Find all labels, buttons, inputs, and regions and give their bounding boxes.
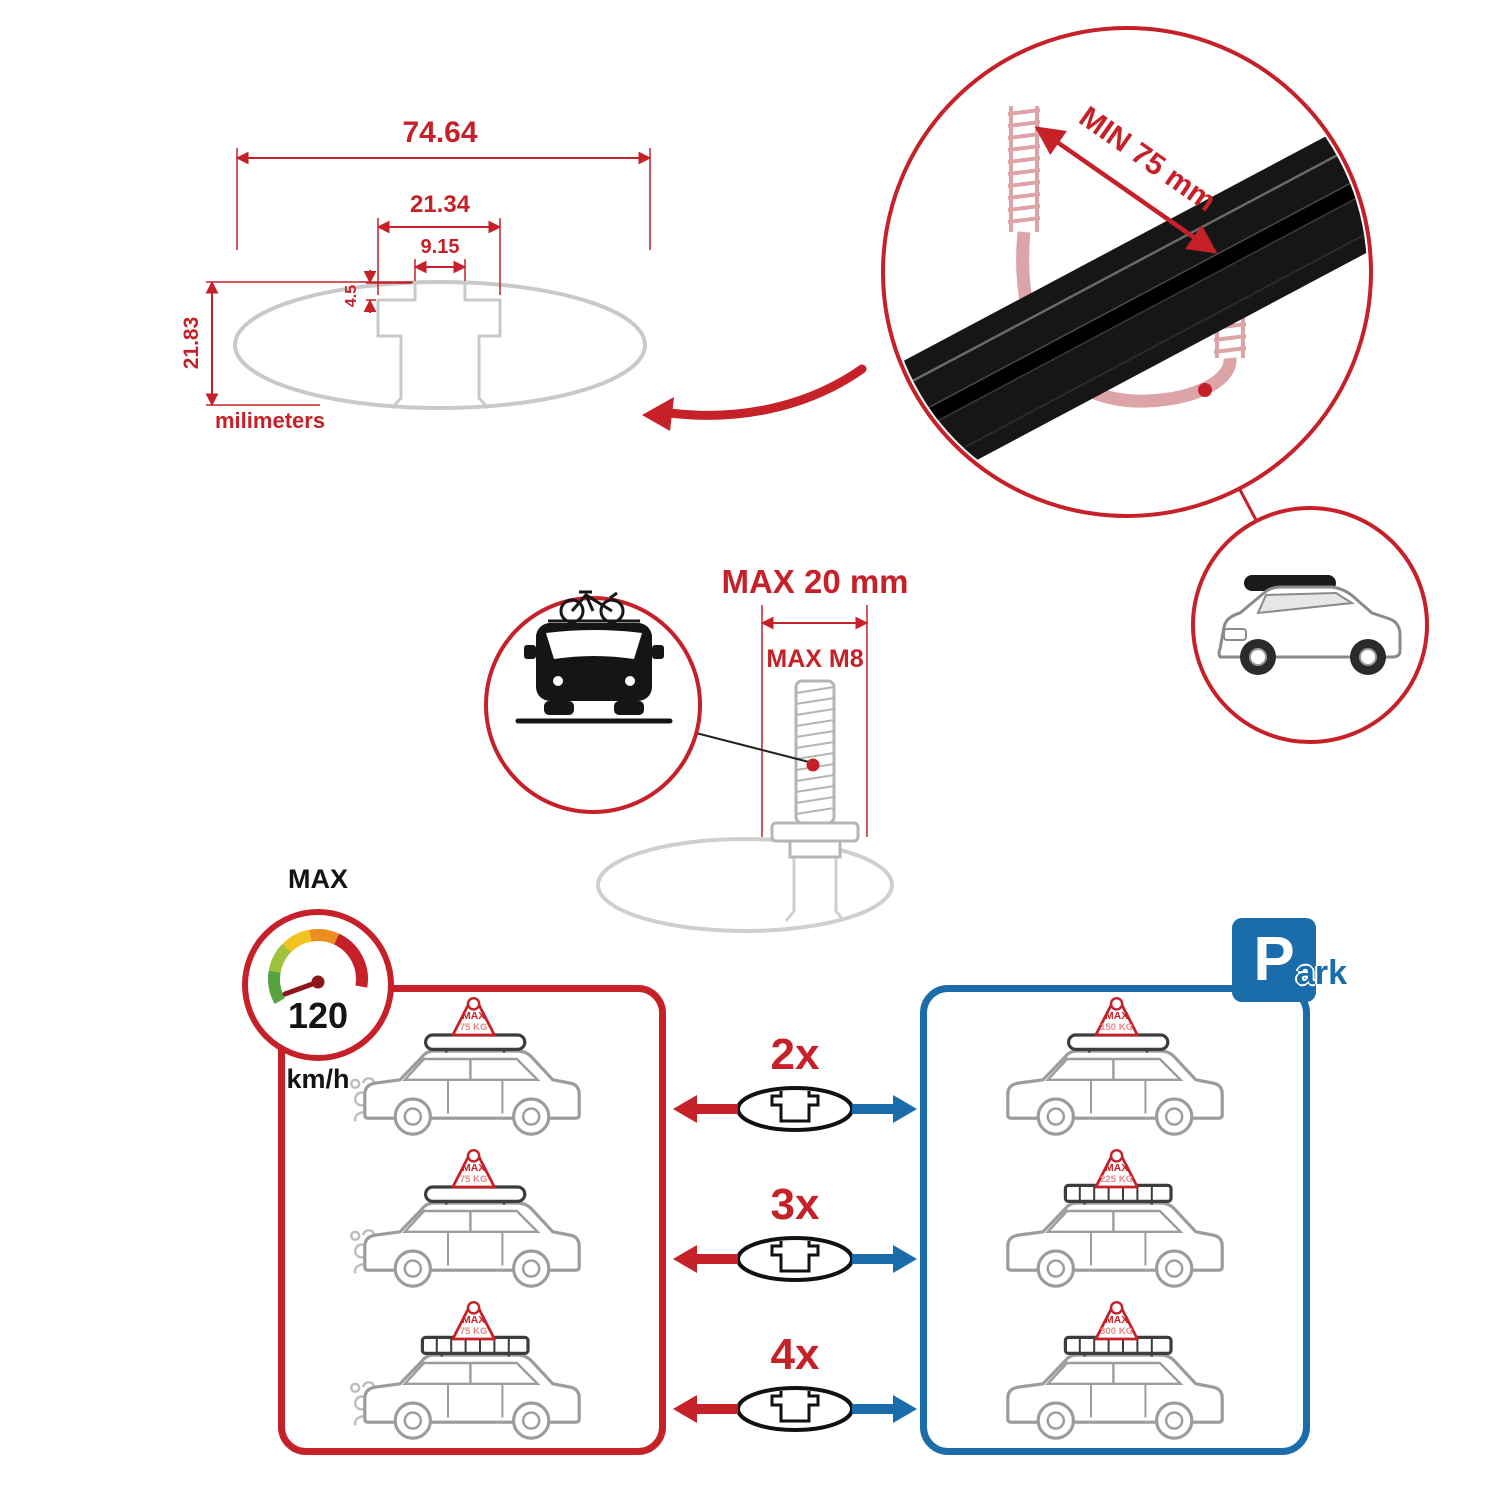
callout-dot xyxy=(806,758,820,772)
dim-inner-width: 9.15 xyxy=(421,236,460,258)
gauge-arc xyxy=(268,929,368,1004)
dim-lip-height: 4.5 xyxy=(343,285,360,307)
load-max-label: MAX xyxy=(462,1011,485,1022)
load-max-label: MAX xyxy=(462,1315,485,1326)
m8-bolt xyxy=(770,679,860,859)
bar-count-row-4x: 4x xyxy=(673,1330,917,1432)
car-parked-load-3: MAX 300 KG xyxy=(1006,1300,1224,1440)
speed-value: 120 xyxy=(288,995,348,1036)
units-label: milimeters xyxy=(215,408,325,433)
ghost-profile xyxy=(596,837,894,933)
parking-load-panel xyxy=(920,985,1310,1455)
multiplier-label: 4x xyxy=(771,1330,820,1379)
arrow-right-icon xyxy=(893,1395,917,1423)
clamp-dot xyxy=(1198,383,1212,397)
car-driving-load-1: MAX 75 KG xyxy=(350,996,581,1136)
load-weight: 225 KG xyxy=(1100,1174,1133,1185)
suv-illustration xyxy=(1217,575,1402,675)
dim-height: 21.83 xyxy=(180,317,203,370)
bar-count-row-2x: 2x xyxy=(673,1030,917,1132)
max-width-label: MAX 20 mm xyxy=(721,563,908,600)
load-weight: 150 KG xyxy=(1100,1022,1133,1033)
car-driving-load-2: MAX 75 KG xyxy=(350,1148,581,1288)
speed-unit: km/h xyxy=(286,1064,349,1094)
dim-total-width: 74.64 xyxy=(402,116,477,149)
crossbar-section-icon xyxy=(736,1236,854,1282)
crossbar-section-icon xyxy=(736,1386,854,1432)
arrow-left-icon xyxy=(673,1245,697,1273)
arrow-right-icon xyxy=(893,1245,917,1273)
pointer-arrow xyxy=(642,364,867,431)
load-weight: 75 KG xyxy=(460,1326,488,1337)
t-slot-profile xyxy=(376,282,502,410)
crossbar-detail-circle: MIN 75 mm xyxy=(881,26,1373,518)
load-max-label: MAX xyxy=(1105,1011,1128,1022)
park-letter: P xyxy=(1253,925,1295,994)
multiplier-label: 3x xyxy=(771,1180,820,1229)
multiplier-label: 2x xyxy=(771,1030,820,1079)
load-weight: 75 KG xyxy=(460,1174,488,1185)
load-weight: 300 KG xyxy=(1100,1326,1133,1337)
max-speed-load-panel xyxy=(278,985,666,1455)
load-max-label: MAX xyxy=(462,1163,485,1174)
bike-car-circle xyxy=(484,590,702,814)
arrow-left-icon xyxy=(673,1395,697,1423)
park-sign-square: P xyxy=(1232,918,1316,1002)
bar-count-row-3x: 3x xyxy=(673,1180,917,1282)
arrow-right-icon xyxy=(893,1095,917,1123)
arrow-left-icon xyxy=(673,1095,697,1123)
load-weight: 75 KG xyxy=(460,1022,488,1033)
circle-connector-line xyxy=(1237,487,1258,521)
load-max-label: MAX xyxy=(1105,1315,1128,1326)
park-suffix: ark xyxy=(1296,954,1348,992)
car-driving-load-3: MAX 75 KG xyxy=(350,1300,581,1440)
max-thread-label: MAX M8 xyxy=(766,645,863,673)
speed-limit-gauge: MAX 120 km/h xyxy=(242,864,394,1094)
car-parked-load-2: MAX 225 KG xyxy=(1006,1148,1224,1288)
crossbar-dimension-drawing: 74.64 21.34 9.15 4.5 21.83 milimeters xyxy=(180,116,652,433)
load-max-label: MAX xyxy=(1105,1163,1128,1174)
crossbar-section-outline xyxy=(233,280,647,410)
bolt-spec-diagram: MAX 20 mm MAX M8 xyxy=(484,563,909,933)
park-sign: P ark xyxy=(1232,918,1392,1018)
speed-max-label: MAX xyxy=(288,864,348,894)
car-front-icon xyxy=(515,619,673,724)
dim-slot-width: 21.34 xyxy=(410,191,471,218)
suv-roofbox-circle xyxy=(1191,506,1429,744)
crossbar-section-icon xyxy=(736,1086,854,1132)
car-parked-load-1: MAX 150 KG xyxy=(1006,996,1224,1136)
